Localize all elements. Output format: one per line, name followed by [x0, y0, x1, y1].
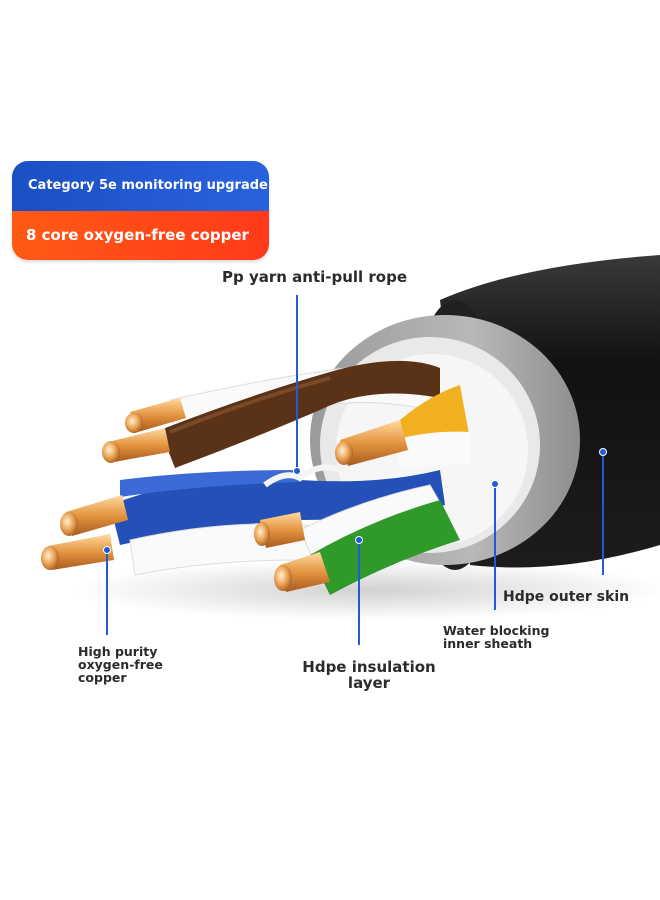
- label-hdpe-outer-skin: Hdpe outer skin: [503, 589, 630, 605]
- leader-dots: [103, 448, 607, 554]
- copper-tip: [41, 546, 59, 570]
- floor-shadow: [70, 560, 660, 620]
- label-water-blocking: Water blocking inner sheath: [443, 624, 583, 650]
- label-copper-line1: High purity: [78, 644, 158, 659]
- leader-dot-hdpe-insulation: [355, 536, 363, 544]
- badge-core-label: 8 core oxygen-free copper: [12, 210, 269, 260]
- pp-yarn-rope: [263, 464, 342, 488]
- leader-dot-copper: [103, 546, 111, 554]
- blue-pair-copper: [41, 495, 128, 570]
- leader-dot-water-blocking: [491, 480, 499, 488]
- green-pair: [254, 484, 460, 595]
- label-copper-line3: copper: [78, 670, 127, 686]
- copper-tip: [274, 565, 292, 591]
- leader-dot-hdpe-outer: [599, 448, 607, 456]
- copper-tip: [254, 522, 270, 546]
- label-copper-line2: oxygen-free: [78, 657, 163, 673]
- leader-lines: [106, 295, 604, 645]
- label-copper: High purity oxygen-free copper: [78, 644, 188, 686]
- copper-tip: [102, 441, 120, 463]
- label-water-blocking-line2: inner sheath: [443, 636, 533, 652]
- copper-tip: [60, 512, 78, 536]
- feature-badge: Category 5e monitoring upgrade 8 core ox…: [12, 161, 269, 260]
- leader-dot-pp-yarn: [293, 467, 301, 475]
- label-hdpe-insulation-line1: Hdpe insulation: [302, 658, 436, 676]
- label-hdpe-insulation: Hdpe insulation layer: [294, 658, 444, 692]
- brown-pair: [160, 360, 440, 468]
- label-water-blocking-line1: Water blocking: [443, 623, 550, 638]
- badge-category-label: Category 5e monitoring upgrade: [12, 161, 269, 211]
- copper-tip: [125, 413, 143, 433]
- copper-tip: [335, 441, 353, 465]
- brown-pair-copper: [102, 398, 186, 463]
- label-hdpe-insulation-line2: layer: [347, 673, 391, 692]
- label-pp-yarn: Pp yarn anti-pull rope: [222, 268, 408, 286]
- orange-pair: [335, 385, 470, 470]
